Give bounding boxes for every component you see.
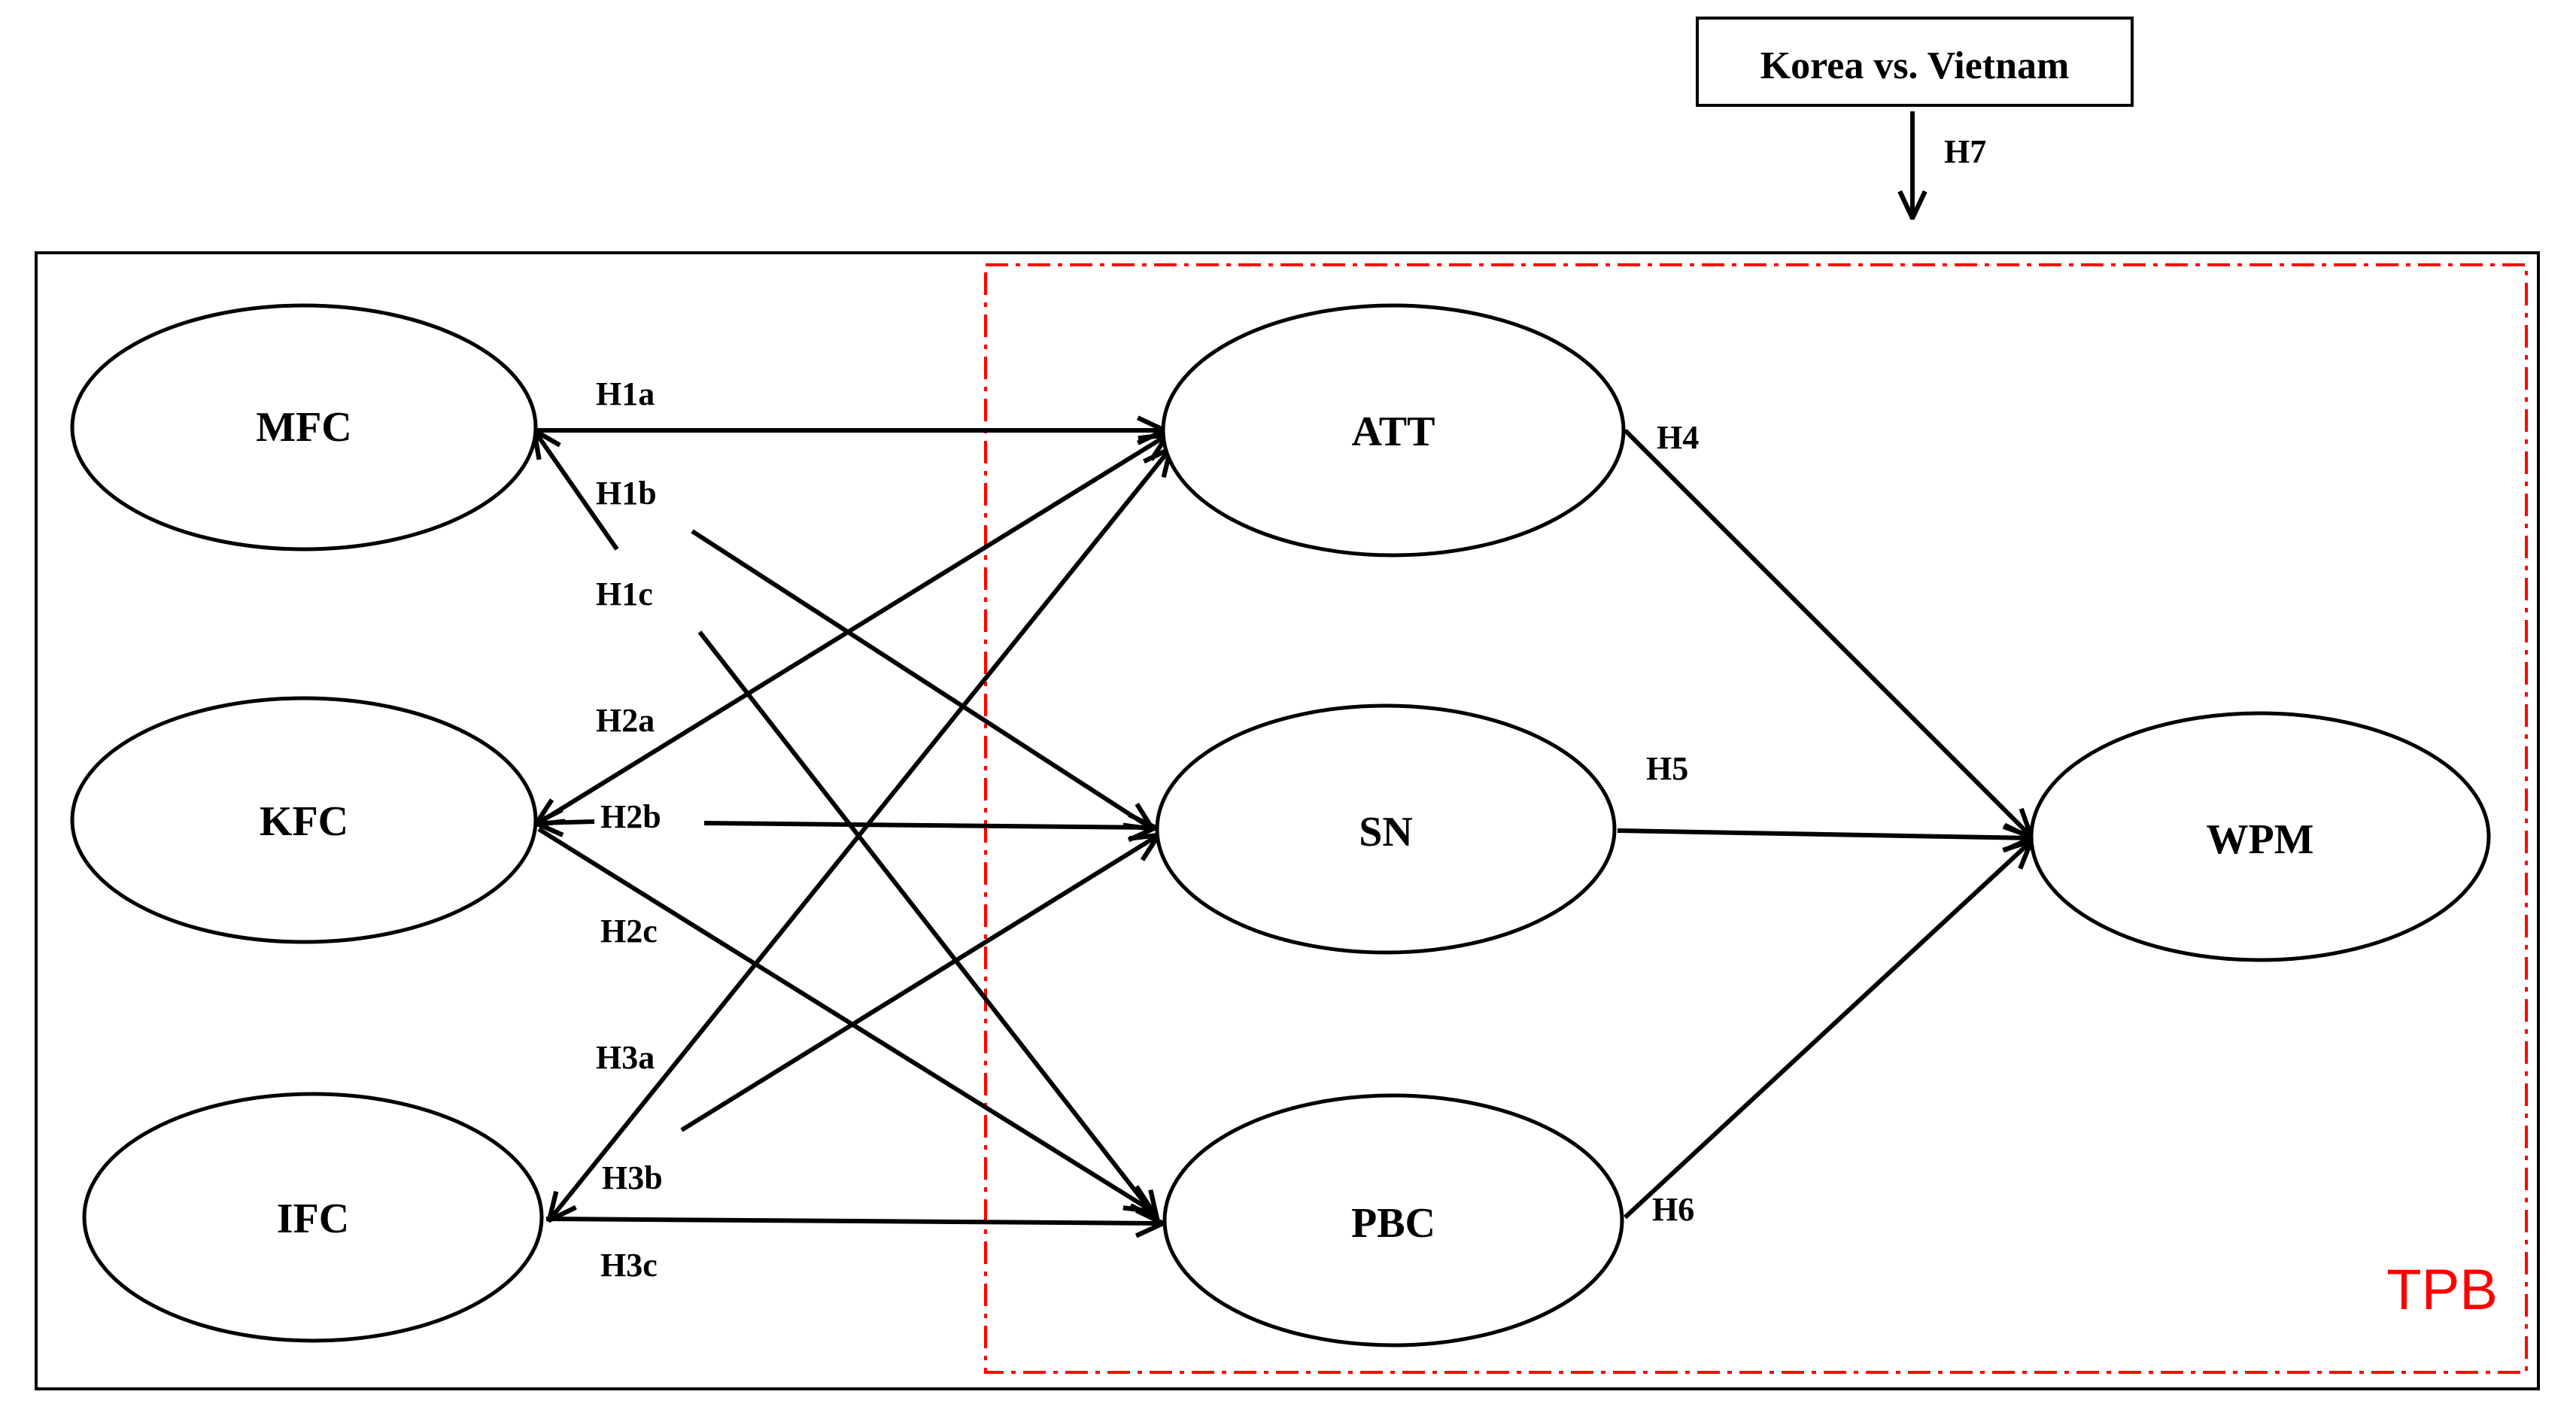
node-wpm: WPM [2029, 711, 2491, 962]
moderator-box [1696, 17, 2134, 107]
h3b-path [680, 835, 1159, 1132]
h3a-path [549, 448, 1171, 1220]
hypothesis-label-h2a: H2a [596, 702, 655, 739]
tpb-group-box [984, 263, 2528, 1374]
node-pbc: PBC [1162, 1093, 1624, 1347]
svg-text:MFC: MFC [256, 404, 352, 451]
hypothesis-label-h1c: H1c [596, 576, 653, 612]
h6-path [1623, 841, 2031, 1220]
svg-text:KFC: KFC [260, 798, 348, 845]
hypothesis-label-h1b: H1b [596, 475, 657, 512]
outer-frame [35, 251, 2540, 1390]
node-ifc: IFC [82, 1092, 544, 1343]
h2b-stub [536, 822, 595, 823]
svg-text:ATT: ATT [1352, 409, 1435, 455]
h4-path [1623, 428, 2031, 837]
svg-text:IFC: IFC [277, 1196, 349, 1242]
hypothesis-label-h4: H4 [1657, 419, 1699, 456]
hypothesis-label-h1a: H1a [596, 375, 655, 412]
hypothesis-label-h7: H7 [1944, 133, 1986, 170]
h1b-path [691, 529, 1153, 829]
svg-text:SN: SN [1359, 809, 1413, 855]
hypothesis-label-h5: H5 [1646, 750, 1688, 787]
hypothesis-label-h6: H6 [1652, 1191, 1694, 1228]
h1c-path [697, 630, 1157, 1219]
node-mfc: MFC [70, 303, 538, 551]
node-att: ATT [1161, 303, 1626, 558]
hypothesis-label-h2c: H2c [600, 913, 658, 949]
hypothesis-label-h3b: H3b [602, 1159, 663, 1196]
h5-path [1617, 831, 2031, 838]
h3c-path [545, 1219, 1163, 1223]
node-kfc: KFC [70, 696, 538, 944]
hypothesis-label-h2b: H2b [600, 798, 661, 835]
svg-text:PBC: PBC [1351, 1200, 1435, 1247]
moderator-label: Korea vs. Vietnam [1760, 44, 2070, 87]
node-sn: SN [1155, 703, 1617, 955]
h2b-path [703, 823, 1156, 828]
hypothesis-label-h3c: H3c [600, 1247, 658, 1284]
h2c-path [537, 827, 1153, 1211]
tpb-label: TPB [2386, 1258, 2498, 1322]
svg-text:WPM: WPM [2206, 816, 2313, 863]
hypothesis-label-h3a: H3a [596, 1039, 655, 1076]
